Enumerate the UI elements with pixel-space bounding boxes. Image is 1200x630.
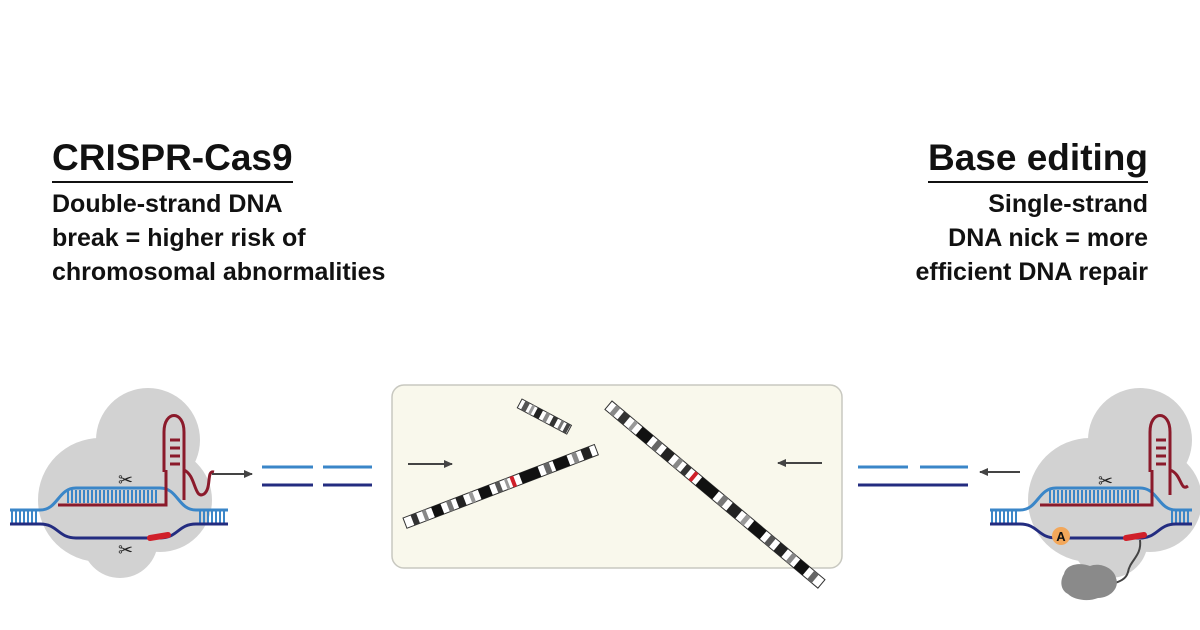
cas9-complex: ✂ ✂ xyxy=(10,388,228,578)
base-letter: A xyxy=(1056,529,1066,544)
dna-top-strand xyxy=(10,486,228,512)
base-desc-line-3: efficient DNA repair xyxy=(915,258,1148,286)
guide-rna-right xyxy=(1040,470,1154,507)
crispr-cas9-block: CRISPR-Cas9 Double-strand DNA break = hi… xyxy=(52,136,385,289)
dna-bottom-strand xyxy=(10,522,228,540)
right-single-strand-nick xyxy=(858,465,968,487)
dna-rungs xyxy=(11,490,225,524)
dna-rungs-right xyxy=(991,490,1189,524)
base-editing-description: Single-strand DNA nick = more efficient … xyxy=(916,187,1148,289)
intact-chromosome xyxy=(604,400,826,589)
broken-chromosome xyxy=(402,443,599,529)
base-editing-title: Base editing xyxy=(928,136,1148,183)
chromosome-fragment xyxy=(516,398,573,435)
base-editing-block: Base editing Single-strand DNA nick = mo… xyxy=(916,136,1148,289)
scissors-icon-bottom: ✂ xyxy=(118,540,133,560)
crispr-cas9-title: CRISPR-Cas9 xyxy=(52,136,293,183)
guide-rna-hairpin xyxy=(162,414,215,500)
pam-highlight-right xyxy=(1123,532,1147,541)
crispr-cas9-description: Double-strand DNA break = higher risk of… xyxy=(52,187,385,289)
adenine-base-marker: A xyxy=(1052,527,1070,545)
base-desc-line-1: Single-strand xyxy=(988,190,1148,218)
dna-top-strand-right xyxy=(990,486,1192,512)
crispr-desc-line-1: Double-strand DNA xyxy=(52,190,283,218)
scissors-icon-top: ✂ xyxy=(118,470,133,490)
crispr-desc-line-3: chromosomal abnormalities xyxy=(52,258,386,286)
base-desc-line-2: DNA nick = more xyxy=(948,224,1148,252)
guide-rna-hairpin-right xyxy=(1148,414,1189,495)
guide-rna xyxy=(58,470,168,507)
base-editor-protein-blob xyxy=(1028,388,1200,578)
crispr-desc-line-2: break = higher risk of xyxy=(52,224,306,252)
scissors-icon-right: ✂ xyxy=(1098,471,1113,491)
left-double-strand-break xyxy=(262,465,372,487)
deaminase-linker xyxy=(1111,539,1142,585)
deaminase-enzyme xyxy=(1061,564,1117,601)
chromosome-panel xyxy=(391,384,843,569)
pam-highlight xyxy=(147,532,171,541)
base-editor-complex: ✂ A xyxy=(990,388,1200,601)
dna-bottom-strand-right xyxy=(990,522,1192,540)
